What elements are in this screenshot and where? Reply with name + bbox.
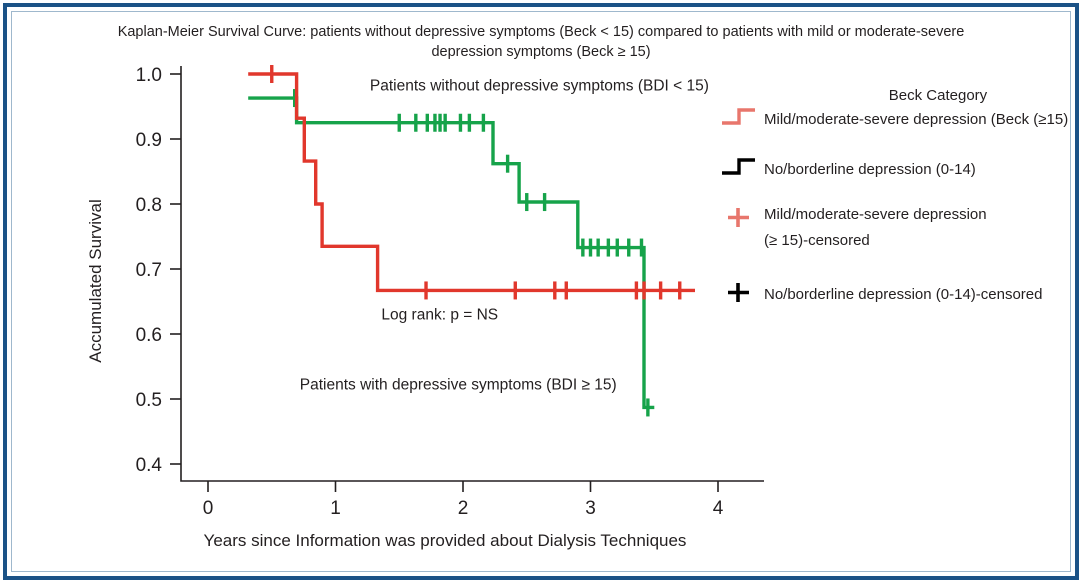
y-tick-label: 0.8	[136, 195, 162, 216]
series-group	[248, 65, 695, 417]
annotation-0: Patients without depressive symptoms (BD…	[370, 77, 709, 94]
legend-title: Beck Category	[889, 87, 988, 104]
y-tick-label: 0.6	[136, 325, 162, 346]
legend-label: Mild/moderate-severe depression (Beck (≥…	[764, 111, 1068, 128]
outer-border	[3, 3, 1079, 580]
series-green	[248, 89, 655, 417]
annotation-1: Log rank: p = NS	[381, 307, 498, 324]
legend-entry-3[interactable]: No/borderline depression (0-14)-censored	[728, 283, 1042, 303]
legend-step-line-icon	[722, 158, 755, 175]
series-red	[248, 65, 695, 300]
y-tick-label: 0.9	[136, 130, 162, 151]
y-tick-label: 1.0	[136, 65, 162, 86]
x-tick-label: 2	[458, 498, 469, 519]
survival-step-line	[248, 72, 695, 293]
x-tick-label: 1	[330, 498, 341, 519]
y-tick-label: 0.5	[136, 390, 162, 411]
legend-entry-1[interactable]: No/borderline depression (0-14)	[722, 158, 976, 178]
legend-label: No/borderline depression (0-14)-censored	[764, 286, 1042, 303]
chart-title-line1: Kaplan-Meier Survival Curve: patients wi…	[118, 24, 965, 40]
legend-label: No/borderline depression (0-14)	[764, 161, 976, 178]
axis-lines	[180, 66, 764, 482]
legend-label: Mild/moderate-severe depression	[764, 206, 987, 223]
y-axis-title: Accumulated Survival	[86, 199, 105, 362]
axes	[180, 66, 764, 482]
inner-border	[11, 11, 1071, 572]
x-tick-label: 4	[713, 498, 724, 519]
y-tick-label: 0.7	[136, 260, 162, 281]
survival-step-line	[248, 96, 655, 410]
legend-entry-0[interactable]: Mild/moderate-severe depression (Beck (≥…	[722, 108, 1068, 128]
chart-title-line2: depression symptoms (Beck ≥ 15)	[431, 44, 650, 60]
x-tick-label: 0	[203, 498, 214, 519]
y-tick-label: 0.4	[136, 455, 163, 476]
chart-title: Kaplan-Meier Survival Curve: patients wi…	[118, 24, 965, 60]
legend-entry-2[interactable]: Mild/moderate-severe depression (≥ 15)-ce…	[728, 206, 987, 249]
annotations: Patients without depressive symptoms (BD…	[300, 77, 709, 393]
legend-step-line-icon	[722, 108, 755, 125]
x-axis-title: Years since Information was provided abo…	[204, 531, 687, 550]
x-tick-label: 3	[585, 498, 596, 519]
legend-label-line2: (≥ 15)-censored	[764, 232, 870, 249]
annotation-2: Patients with depressive symptoms (BDI ≥…	[300, 376, 617, 393]
